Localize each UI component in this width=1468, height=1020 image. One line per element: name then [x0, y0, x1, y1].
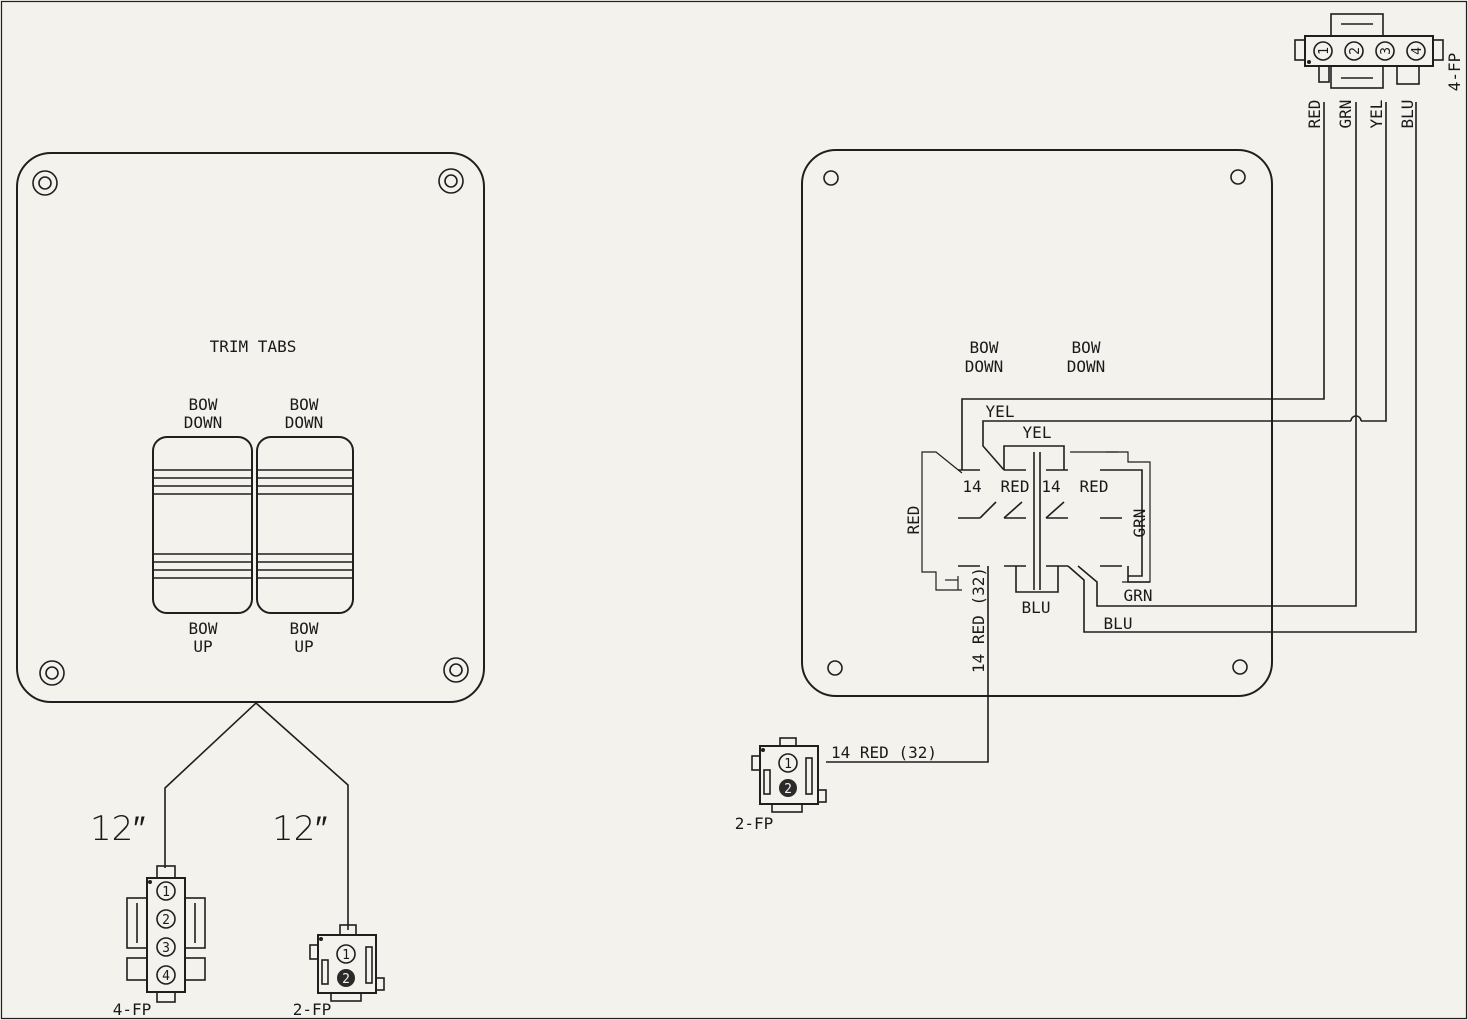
lead-length-label: 12″	[272, 809, 327, 849]
switch-2-bottom-label: UP	[294, 637, 313, 656]
left-switch-panel: TRIM TABS BOW DOWN BOW DOWN BOW	[16, 152, 485, 703]
pin-number: 1	[784, 757, 792, 772]
pin-number: 2	[1348, 47, 1363, 55]
rear-switch-label: DOWN	[1067, 357, 1106, 376]
wire-label-blu: BLU	[1104, 614, 1133, 633]
mounting-hole	[1232, 659, 1248, 675]
mounting-hole	[438, 168, 464, 194]
rear-switch-label: DOWN	[965, 357, 1004, 376]
pin-number: 4	[1410, 47, 1425, 55]
left-lead-wires	[164, 702, 349, 930]
mounting-hole	[39, 660, 65, 686]
switch-2-bottom-label: BOW	[290, 619, 319, 638]
wire-label-grn: GRN	[1130, 509, 1149, 538]
wire-label-grn: GRN	[1124, 586, 1153, 605]
harness-wires	[826, 102, 1417, 763]
panel-title: TRIM TABS	[210, 337, 297, 356]
harness-wire-color: YEL	[1367, 100, 1386, 129]
switch-1-bottom-label: BOW	[189, 619, 218, 638]
mounting-hole	[827, 660, 843, 676]
harness-wire-color: RED	[1305, 100, 1324, 129]
wire-label-red: RED	[1080, 477, 1109, 496]
connector-label: 4-FP	[1445, 53, 1464, 92]
wire-label-yel: YEL	[1023, 423, 1052, 442]
connector-4fp-left: 1 2 3 4	[126, 865, 206, 1003]
switch-2-top-label: DOWN	[285, 413, 324, 432]
pin-number: 1	[162, 885, 170, 900]
wire-label-yel: YEL	[986, 402, 1015, 421]
connector-2fp-right: 1 2	[751, 737, 827, 813]
rocker-switch-1[interactable]	[152, 436, 253, 614]
wire-label-term: 14	[962, 477, 981, 496]
switch-1-top-label: BOW	[189, 395, 218, 414]
switch-terminals	[958, 469, 1122, 567]
rear-switch-label: BOW	[970, 338, 999, 357]
right-wiring-panel: BOW DOWN BOW DOWN	[801, 149, 1273, 697]
switch-2-top-label: BOW	[290, 395, 319, 414]
wire-label-red: RED	[1001, 477, 1030, 496]
connector-4fp-right: 1 2 3 4	[1294, 13, 1444, 89]
pin-number: 1	[1317, 47, 1332, 55]
rear-switch-bodies	[921, 451, 1151, 591]
switch-1-top-label: DOWN	[184, 413, 223, 432]
rear-switch-label: BOW	[1072, 338, 1101, 357]
wire-label-red: RED	[904, 506, 923, 535]
left-panel-plate	[16, 152, 485, 703]
harness-wire-color: GRN	[1336, 100, 1355, 129]
connector-label: 4-FP	[113, 1000, 152, 1019]
switch-1-bottom-label: UP	[193, 637, 212, 656]
wire-label-term: 14	[1041, 477, 1060, 496]
connector-label: 2-FP	[735, 814, 774, 833]
mounting-hole	[823, 170, 839, 186]
pin-number: 4	[162, 969, 170, 984]
connector-label: 2-FP	[293, 1000, 332, 1019]
pin-number: 2	[162, 913, 170, 928]
pin-number: 2	[784, 782, 792, 797]
wire-label-feed: 14 RED (32)	[969, 567, 988, 673]
lead-length-label: 12″	[90, 809, 145, 849]
mounting-hole	[443, 657, 469, 683]
pin-number: 3	[1379, 47, 1394, 55]
right-panel-plate	[801, 149, 1273, 697]
mounting-hole	[32, 170, 58, 196]
pin-number: 3	[162, 941, 170, 956]
harness-wire-color: BLU	[1398, 100, 1417, 129]
jumper-wires	[979, 445, 1065, 593]
connector-2fp-left: 1 2	[309, 924, 385, 1002]
pin-number: 2	[342, 972, 350, 987]
wire-label-blu: BLU	[1022, 598, 1051, 617]
mounting-hole	[1230, 169, 1246, 185]
wire-label-feed: 14 RED (32)	[831, 743, 937, 762]
pin-number: 1	[342, 948, 350, 963]
rocker-switch-2[interactable]	[256, 436, 354, 614]
